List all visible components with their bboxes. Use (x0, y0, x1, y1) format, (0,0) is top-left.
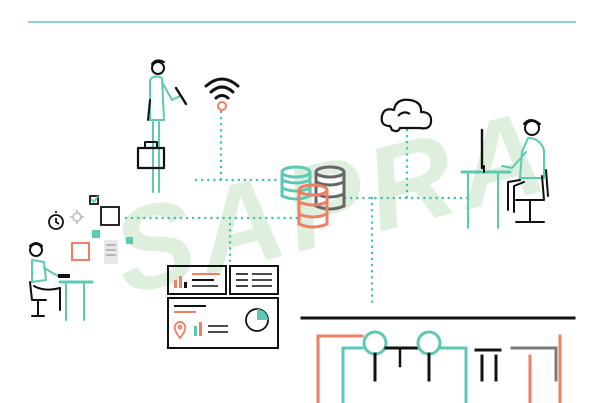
document-icon (104, 240, 118, 264)
person-seated-with-laptop (29, 242, 94, 321)
cloud-icon (380, 98, 433, 133)
document-frame (100, 206, 120, 226)
coral-square-frame (71, 242, 90, 261)
watermark-text: SAPRA (100, 85, 562, 320)
teal-square-marker (92, 230, 100, 238)
checkbox-icon (89, 195, 99, 205)
dashboard-panels (167, 265, 279, 349)
clock-icon (48, 211, 64, 230)
wifi-icon (204, 77, 240, 111)
gear-icon (70, 210, 84, 224)
panel-detail-lines (174, 305, 228, 336)
map-pin-icon (173, 321, 187, 340)
person-at-desk-with-monitor (460, 119, 549, 229)
list-panel-lines (236, 273, 272, 287)
bar-chart-icon (174, 273, 220, 288)
database-icon (280, 165, 346, 229)
circuit-diagram (300, 316, 576, 403)
teal-square-marker-2 (126, 237, 133, 244)
connection-lines (124, 110, 472, 307)
pie-chart-icon (245, 308, 269, 332)
standing-person-with-tablet (136, 59, 188, 193)
